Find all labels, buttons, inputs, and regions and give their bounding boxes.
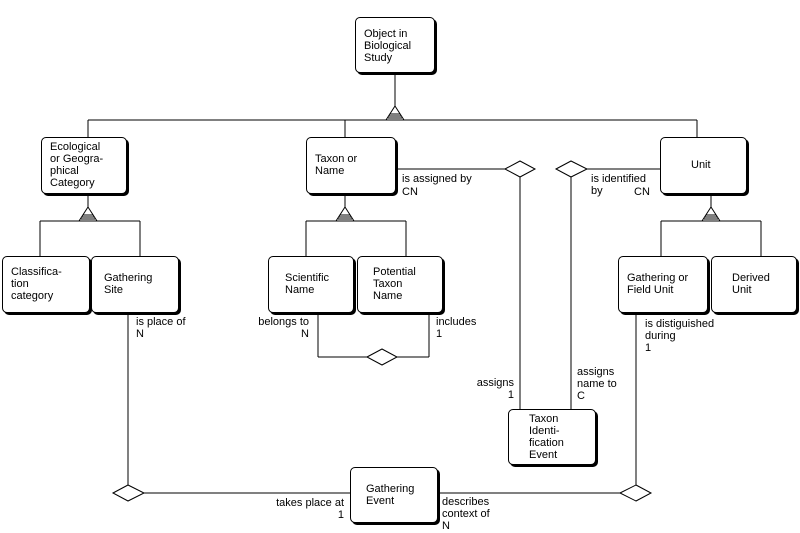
label-is-place-of: is place of N <box>136 316 186 340</box>
entity-taxon-or-name[interactable]: Taxon or Name <box>306 137 396 194</box>
entity-taxon-identification-event[interactable]: Taxon Identi- fication Event <box>508 409 596 465</box>
label-is-distinguished-during: is distiguished during 1 <box>645 318 715 354</box>
entity-gathering-event[interactable]: Gathering Event <box>350 467 438 523</box>
taxon-subtype-marker <box>335 206 355 222</box>
label-includes: includes 1 <box>436 316 477 340</box>
entity-unit[interactable]: Unit <box>660 137 747 194</box>
assigned-by-diamond <box>503 160 537 178</box>
entity-classification-category[interactable]: Classifica- tion category <box>2 256 90 313</box>
entity-object-in-biological-study[interactable]: Object in Biological Study <box>355 17 435 73</box>
connector-lines <box>39 73 762 494</box>
relationship-diamonds <box>111 160 653 502</box>
name-relation-diamond <box>365 348 399 366</box>
label-is-assigned-by: is assigned by <box>402 173 472 185</box>
label-takes-place-at: takes place at 1 <box>276 497 344 521</box>
unit-subtype-marker <box>701 206 721 222</box>
entity-gathering-site[interactable]: Gathering Site <box>91 256 179 313</box>
entity-scientific-name[interactable]: Scientific Name <box>268 256 354 313</box>
label-is-assigned-by-cardinality: CN <box>402 186 418 198</box>
label-is-identified-by: is identified by <box>591 173 647 197</box>
entity-ecological-category[interactable]: Ecological or Geogra- phical Category <box>41 137 127 194</box>
label-assigns-name-to: assigns name to C <box>577 366 617 402</box>
subtype-markers <box>78 105 721 222</box>
eco-subtype-marker <box>78 206 98 222</box>
object-subtype-marker <box>385 105 405 121</box>
place-of-diamond <box>111 484 146 502</box>
label-describes-context-of: describes context of N <box>442 496 490 532</box>
identified-by-diamond <box>554 160 589 178</box>
label-assigns: assigns 1 <box>476 377 514 401</box>
entity-derived-unit[interactable]: Derived Unit <box>711 256 797 313</box>
label-belongs-to: belongs to N <box>258 316 309 340</box>
entity-gathering-or-field-unit[interactable]: Gathering or Field Unit <box>618 256 708 313</box>
distinguished-diamond <box>618 484 653 502</box>
label-is-identified-by-cardinality: CN <box>634 186 650 198</box>
entity-potential-taxon-name[interactable]: Potential Taxon Name <box>357 256 443 313</box>
